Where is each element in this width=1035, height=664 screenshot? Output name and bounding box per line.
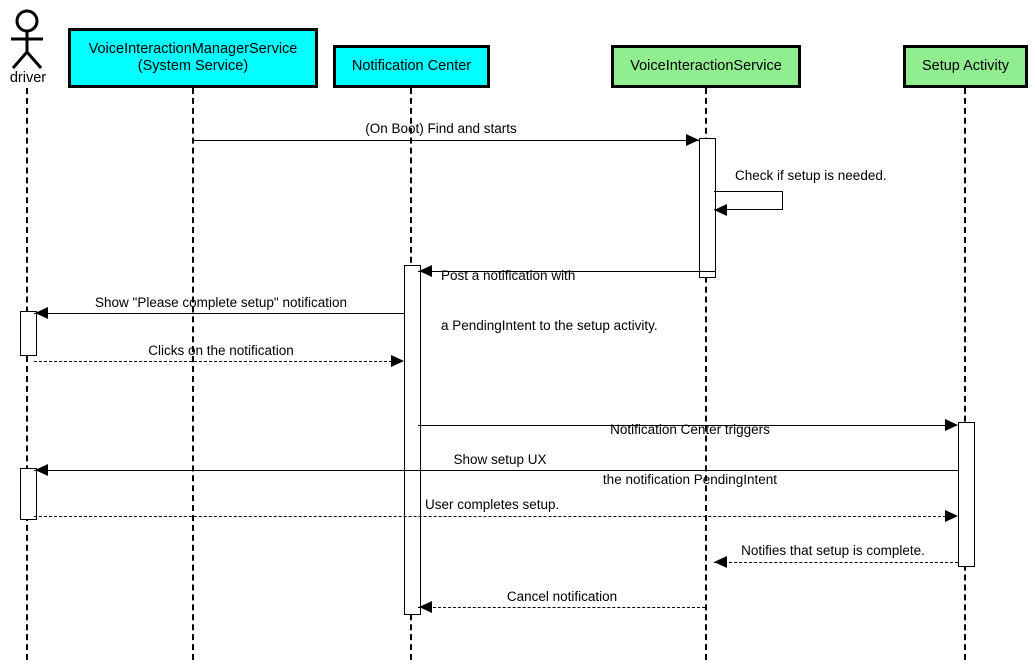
participant-voiceinteractionservice-label: VoiceInteractionService [630, 57, 782, 74]
activation-bar-driver-2 [20, 468, 37, 520]
arrowhead-cancel-notification [419, 601, 432, 613]
message-line-notifies-that-setup-is-complete [714, 562, 958, 563]
participant-notification-center[interactable]: Notification Center [333, 45, 490, 88]
message-label-notification-center-triggers-line2: the notification PendingIntent [602, 472, 778, 488]
message-label-notification-center-triggers: Notification Center triggers the notific… [603, 388, 777, 523]
message-label-cancel-notification: Cancel notification [506, 589, 618, 604]
message-label-show-please-complete-setup-notification: Show "Please complete setup" notificatio… [95, 295, 347, 310]
message-line-user-completes-setup [34, 516, 946, 517]
arrowhead-notifies-that-setup-is-complete [714, 556, 727, 568]
lifeline-setup-activity [964, 88, 966, 660]
lifeline-voiceinteractionmanagerservice [192, 88, 194, 660]
participant-voiceinteractionmanagerservice[interactable]: VoiceInteractionManagerService (System S… [68, 28, 318, 88]
message-label-user-completes-setup: User completes setup. [425, 497, 560, 512]
message-label-post-a-notification-line2: a PendingIntent to the setup activity. [441, 318, 658, 334]
message-label-on-boot-find-and-starts: (On Boot) Find and starts [365, 121, 517, 136]
arrowhead-on-boot-find-and-starts [686, 134, 699, 146]
message-line-show-please-complete-setup-notification [34, 313, 404, 314]
lifeline-driver [26, 88, 28, 660]
participant-vims-label-line2: (System Service) [137, 58, 249, 74]
message-line-on-boot-find-and-starts [192, 140, 699, 141]
participant-notification-center-label: Notification Center [351, 57, 472, 74]
participant-voiceinteractionservice[interactable]: VoiceInteractionService [611, 45, 801, 88]
arrowhead-user-completes-setup [945, 510, 958, 522]
arrowhead-notification-center-triggers [945, 419, 958, 431]
activation-bar-driver-1 [20, 311, 37, 356]
actor-driver: driver [0, 8, 56, 90]
arrowhead-post-a-notification [419, 265, 432, 277]
lifeline-voiceinteractionservice [705, 88, 707, 660]
message-label-clicks-on-the-notification: Clicks on the notification [148, 343, 294, 358]
participant-setup-activity-label: Setup Activity [921, 57, 1010, 74]
message-label-show-setup-ux: Show setup UX [453, 452, 547, 467]
arrowhead-check-if-setup-is-needed [714, 204, 727, 216]
participant-setup-activity[interactable]: Setup Activity [903, 45, 1028, 88]
arrowhead-clicks-on-the-notification [391, 355, 404, 367]
message-line-post-a-notification [418, 271, 715, 272]
actor-driver-label: driver [9, 70, 47, 86]
activation-bar-setup-activity [958, 422, 975, 567]
message-line-cancel-notification [418, 607, 705, 608]
message-line-notification-center-triggers [418, 425, 946, 426]
participant-vims-label-line1: VoiceInteractionManagerService [88, 40, 298, 57]
message-line-show-setup-ux [34, 470, 958, 471]
message-line-clicks-on-the-notification [34, 361, 392, 362]
arrowhead-show-setup-ux [35, 464, 48, 476]
actor-stick-figure-icon [11, 9, 43, 69]
message-label-post-a-notification: Post a notification with a PendingIntent… [441, 234, 658, 369]
activation-bar-notification-center [404, 265, 421, 615]
arrowhead-show-please-complete-setup-notification [35, 307, 48, 319]
message-label-notifies-that-setup-is-complete: Notifies that setup is complete. [741, 543, 925, 558]
message-selfloop-check-if-setup-is-needed [714, 191, 783, 210]
message-label-check-if-setup-is-needed: Check if setup is needed. [735, 168, 887, 183]
